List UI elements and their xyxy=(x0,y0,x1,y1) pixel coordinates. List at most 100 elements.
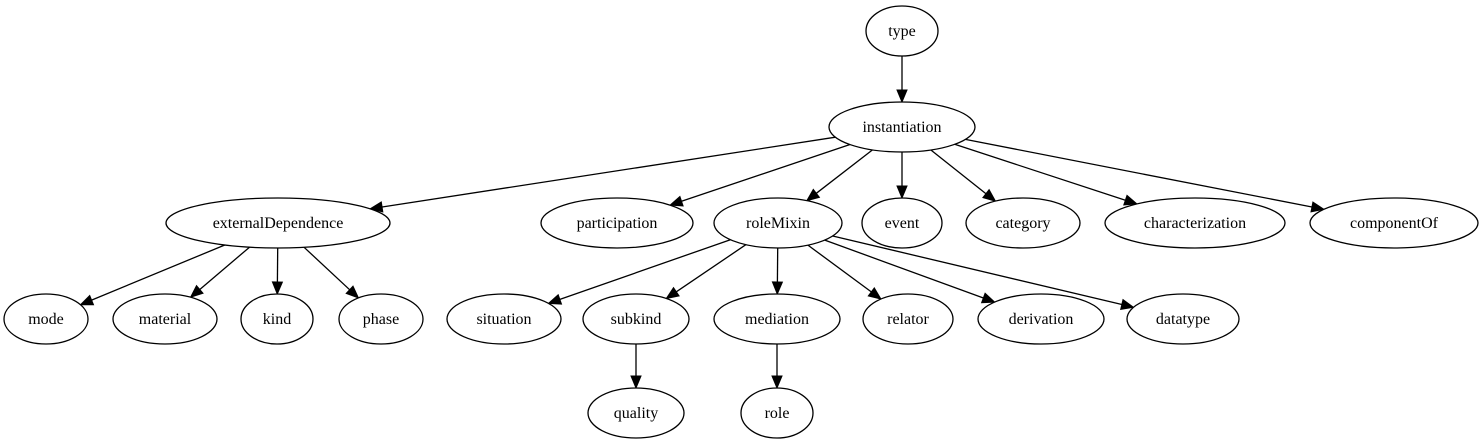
edge-line xyxy=(675,244,747,293)
node-label: characterization xyxy=(1144,215,1246,232)
edge-roleMixin-to-derivation xyxy=(824,239,996,304)
node-ellipse xyxy=(165,197,391,249)
arrowhead-icon xyxy=(771,375,783,390)
node-label: mediation xyxy=(745,311,809,328)
edge-line xyxy=(382,136,836,208)
node-ellipse xyxy=(3,293,89,345)
arrowhead-icon xyxy=(980,292,996,304)
node-ellipse xyxy=(977,293,1105,345)
node-label: participation xyxy=(577,215,658,232)
edge-roleMixin-to-situation xyxy=(547,239,731,305)
edge-instantiation-to-event xyxy=(896,152,908,200)
node-label: material xyxy=(139,311,192,328)
edge-line xyxy=(303,246,351,291)
node-ellipse xyxy=(713,197,843,249)
node-ellipse xyxy=(446,293,562,345)
node-ellipse xyxy=(965,197,1081,249)
node-ellipse xyxy=(540,197,694,249)
edge-externalDependence-to-kind xyxy=(271,247,284,296)
edge-line xyxy=(954,143,1126,201)
edge-line xyxy=(965,138,1313,208)
node-label: instantiation xyxy=(862,119,941,136)
edge-roleMixin-to-subkind xyxy=(665,244,747,300)
node-label: componentOf xyxy=(1350,215,1439,232)
edge-roleMixin-to-mediation xyxy=(771,247,784,296)
node-label: mode xyxy=(28,311,64,328)
edge-externalDependence-to-phase xyxy=(303,246,360,299)
node-roleMixin: roleMixin xyxy=(713,197,843,249)
edge-line xyxy=(930,149,987,195)
edge-line xyxy=(199,246,250,290)
arrowhead-icon xyxy=(896,89,908,104)
edge-roleMixin-to-datatype xyxy=(832,235,1135,311)
edge-roleMixin-to-relator xyxy=(807,244,882,300)
node-ellipse xyxy=(1126,293,1240,345)
node-label: externalDependence xyxy=(213,215,344,232)
node-characterization: characterization xyxy=(1104,197,1286,249)
node-label: event xyxy=(885,215,920,232)
arrowhead-icon xyxy=(867,287,882,300)
node-label: category xyxy=(995,215,1050,232)
node-label: derivation xyxy=(1009,311,1074,328)
node-ellipse xyxy=(861,197,943,249)
node-label: type xyxy=(888,23,916,40)
node-instantiation: instantiation xyxy=(828,101,976,153)
arrowhead-icon xyxy=(665,286,680,300)
node-ellipse xyxy=(740,387,814,439)
node-event: event xyxy=(861,197,943,249)
edge-instantiation-to-participation xyxy=(668,143,851,207)
node-label: role xyxy=(765,405,790,422)
node-type: type xyxy=(865,5,939,57)
node-participation: participation xyxy=(540,197,694,249)
node-label: situation xyxy=(476,311,531,328)
arrowhead-icon xyxy=(630,375,642,390)
node-role: role xyxy=(740,387,814,439)
edge-line xyxy=(807,244,872,293)
node-componentOf: componentOf xyxy=(1309,197,1479,249)
arrowhead-icon xyxy=(896,185,908,200)
node-label: relator xyxy=(887,311,929,328)
edge-instantiation-to-roleMixin xyxy=(805,149,873,202)
node-ellipse xyxy=(1309,197,1479,249)
node-situation: situation xyxy=(446,293,562,345)
edge-subkind-to-quality xyxy=(630,344,642,390)
node-ellipse xyxy=(828,101,976,153)
edge-externalDependence-to-material xyxy=(189,246,250,299)
edge-layer xyxy=(79,56,1326,390)
arrowhead-icon xyxy=(1123,194,1139,206)
arrowhead-icon xyxy=(79,294,95,306)
arrowhead-icon xyxy=(547,293,563,305)
node-subkind: subkind xyxy=(582,293,690,345)
node-datatype: datatype xyxy=(1126,293,1240,345)
edge-instantiation-to-category xyxy=(930,149,997,202)
edge-externalDependence-to-mode xyxy=(79,244,226,306)
arrowhead-icon xyxy=(271,281,284,296)
edge-line xyxy=(815,149,873,194)
edge-line xyxy=(681,143,851,202)
edge-mediation-to-role xyxy=(771,344,783,390)
node-ellipse xyxy=(713,293,841,345)
node-ellipse xyxy=(1104,197,1286,249)
arrowhead-icon xyxy=(771,281,784,296)
node-label: phase xyxy=(363,311,399,328)
edge-instantiation-to-componentOf xyxy=(965,138,1326,213)
node-quality: quality xyxy=(587,387,685,439)
node-ellipse xyxy=(587,387,685,439)
node-material: material xyxy=(112,293,218,345)
arrowhead-icon xyxy=(668,195,684,207)
node-ellipse xyxy=(865,5,939,57)
node-ellipse xyxy=(240,293,314,345)
node-ellipse xyxy=(338,293,424,345)
edge-line xyxy=(91,244,226,301)
node-label: roleMixin xyxy=(746,215,810,232)
edge-type-to-instantiation xyxy=(896,56,908,104)
arrowhead-icon xyxy=(1120,298,1135,311)
node-kind: kind xyxy=(240,293,314,345)
edge-line xyxy=(824,239,984,299)
node-externalDependence: externalDependence xyxy=(165,197,391,249)
arrowhead-icon xyxy=(189,284,204,299)
edge-line xyxy=(832,235,1123,306)
arrowhead-icon xyxy=(805,188,821,202)
node-category: category xyxy=(965,197,1081,249)
